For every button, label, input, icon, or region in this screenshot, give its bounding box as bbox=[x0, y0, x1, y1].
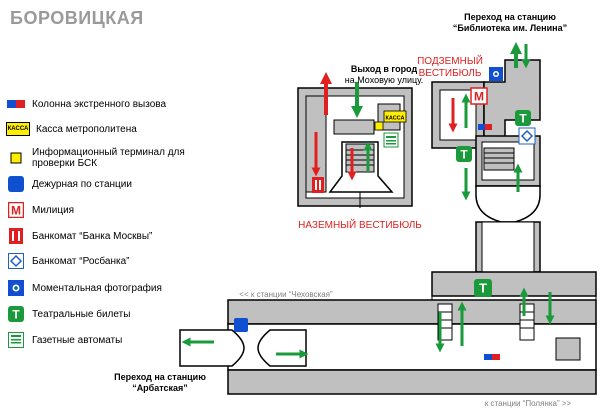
legend-label: Информационный терминал для проверки БСК bbox=[32, 147, 185, 169]
transfer-lenin-label: Переход на станцию bbox=[464, 12, 556, 22]
arbat-transfer-corridor bbox=[179, 318, 307, 367]
svg-text:T: T bbox=[519, 112, 527, 126]
legend-label: Моментальная фотография bbox=[32, 282, 162, 294]
station-duty-officer-icon bbox=[6, 175, 26, 193]
legend-item-info-terminal: Информационный терминал для проверки БСК bbox=[6, 146, 192, 170]
svg-text:T: T bbox=[479, 281, 487, 296]
svg-text:T: T bbox=[12, 308, 20, 322]
transfer-arbat-station-label: “Арбатская” bbox=[132, 383, 188, 393]
legend-label: Касса метрополитена bbox=[36, 123, 137, 135]
ground-vestibule-label: НАЗЕМНЫЙ ВЕСТИБЮЛЬ bbox=[298, 218, 422, 231]
rosbank-atm-icon bbox=[518, 127, 536, 145]
legend-item-emergency-call: Колонна экстренного вызова bbox=[6, 94, 166, 114]
to-polyanka-label: к станции “Полянка” >> bbox=[485, 399, 572, 408]
legend-item-ticket-office: КАССА Касса метрополитена bbox=[6, 119, 137, 139]
legend-item-newspaper-machines: Газетные автоматы bbox=[6, 330, 122, 350]
legend-label: Банкомат “Росбанка” bbox=[32, 255, 130, 267]
info-terminal-icon bbox=[6, 149, 26, 167]
ticket-office-icon: КАССА bbox=[6, 122, 30, 136]
theatre-tickets-icon: T bbox=[515, 110, 531, 126]
emergency-call-column-icon bbox=[484, 354, 500, 360]
svg-text:T: T bbox=[460, 148, 468, 162]
legend-label: Театральные билеты bbox=[32, 308, 131, 320]
underground-vestibule-label: ПОДЗЕМНЫЙ bbox=[417, 54, 483, 67]
legend-item-duty-officer: Дежурная по станции bbox=[6, 174, 132, 194]
to-chekhovskaya-label: << к станции “Чеховская” bbox=[239, 290, 333, 299]
svg-text:M: M bbox=[474, 90, 484, 104]
svg-text:M: M bbox=[11, 204, 21, 218]
theatre-tickets-icon: T bbox=[6, 305, 26, 323]
theatre-tickets-icon: T bbox=[474, 279, 492, 297]
info-terminal-icon bbox=[374, 121, 384, 131]
theatre-tickets-icon: T bbox=[456, 146, 472, 162]
legend-label: Колонна экстренного вызова bbox=[32, 98, 167, 110]
legend-item-police: M Милиция bbox=[6, 200, 74, 220]
bank-of-moscow-atm-icon bbox=[312, 177, 324, 193]
police-icon: M bbox=[470, 87, 488, 105]
legend-item-rosbank-atm: Банкомат “Росбанка” bbox=[6, 251, 129, 271]
newspaper-machines-icon bbox=[383, 132, 399, 148]
police-icon: M bbox=[6, 201, 26, 219]
legend-label: Дежурная по станции bbox=[32, 178, 132, 190]
emergency-call-column-icon bbox=[478, 124, 492, 130]
station-title: БОРОВИЦКАЯ bbox=[10, 8, 144, 28]
legend-item-theatre-tickets: T Театральные билеты bbox=[6, 304, 130, 324]
underground-vestibule bbox=[431, 59, 541, 273]
ticket-office-label: КАССА bbox=[386, 116, 405, 122]
legend-item-photo-booth: Моментальная фотография bbox=[6, 278, 162, 298]
photo-booth-icon bbox=[6, 279, 26, 297]
underground-vestibule-label-2: ВЕСТИБЮЛЬ bbox=[419, 68, 482, 79]
bank-of-moscow-atm-icon bbox=[6, 227, 26, 245]
legend-item-bank-moscow-atm: Банкомат “Банка Москвы” bbox=[6, 226, 152, 246]
station-duty-officer-icon bbox=[234, 318, 248, 332]
exit-city-label: Выход в город bbox=[351, 64, 418, 74]
exit-city-street-label: на Моховую улицу. bbox=[345, 75, 424, 85]
legend-label: Милиция bbox=[32, 204, 75, 216]
rosbank-atm-icon bbox=[6, 252, 26, 270]
emergency-call-column-icon bbox=[6, 95, 26, 113]
ticket-office-icon bbox=[383, 110, 407, 123]
transfer-arbat-label: Переход на станцию bbox=[114, 372, 206, 382]
legend-label: Банкомат “Банка Москвы” bbox=[32, 230, 153, 242]
newspaper-machines-icon bbox=[6, 331, 26, 349]
legend-label: Газетные автоматы bbox=[32, 334, 123, 346]
transfer-lenin-station-label: “Библиотека им. Ленина” bbox=[453, 23, 567, 33]
photo-booth-icon bbox=[489, 67, 503, 81]
